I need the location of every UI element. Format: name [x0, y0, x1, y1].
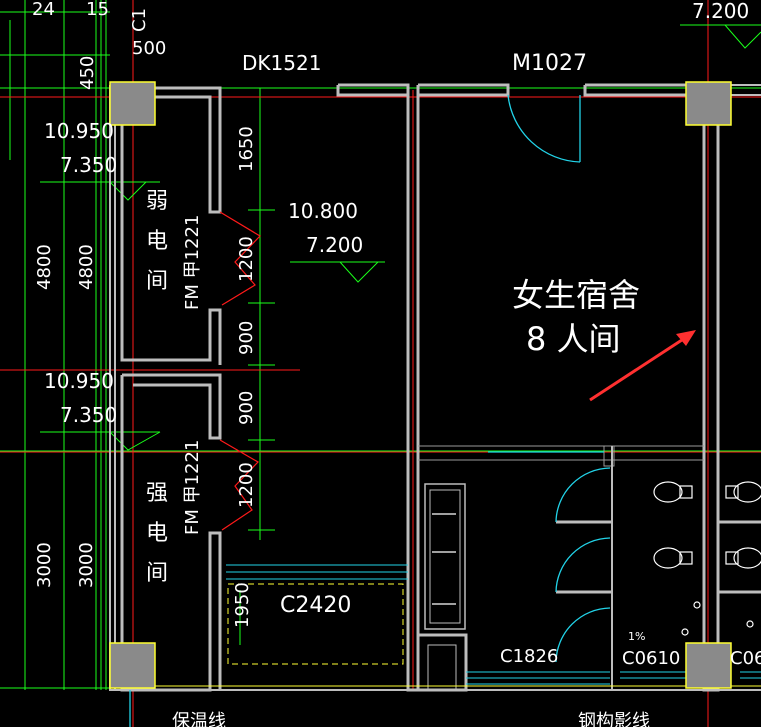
elevation-7200-top: 7.200	[692, 0, 749, 23]
elevation-10950-b: 10.950	[44, 369, 114, 393]
toilet-fixtures	[432, 481, 761, 636]
label-bottom-mid-cut: 钢构影线	[578, 711, 650, 727]
dim-3000-b: 3000	[76, 542, 97, 588]
dim-450: 450	[77, 56, 98, 90]
dimension-lines	[0, 0, 761, 690]
fire-door-symbols	[219, 211, 261, 531]
dim-1200-b: 1200	[236, 462, 257, 508]
elevation-10800: 10.800	[288, 199, 358, 223]
elevation-7350-b: 7.350	[60, 403, 117, 427]
dim-1950: 1950	[232, 582, 253, 628]
room-strong-char-3: 间	[146, 561, 168, 586]
window-c2420: C2420	[280, 593, 351, 618]
dim-4800-a: 4800	[34, 244, 55, 290]
walls	[109, 83, 761, 692]
room-strong-char-1: 强	[146, 481, 168, 506]
dim-900-b: 900	[236, 391, 257, 425]
structural-columns	[109, 81, 732, 689]
dim-1650: 1650	[236, 126, 257, 172]
door-m1027: M1027	[512, 51, 587, 76]
dim-900-a: 900	[236, 321, 257, 355]
dim-1200-a: 1200	[236, 236, 257, 282]
elevation-7350-a: 7.350	[60, 153, 117, 177]
labels: 24 15 C1 500 450 DK1521 M1027 7.200 10.9…	[32, 0, 761, 727]
door-dk1521: DK1521	[242, 51, 321, 75]
dim-3000-a: 3000	[34, 542, 55, 588]
dim-4800-b: 4800	[76, 244, 97, 290]
label-bottom-left-cut: 保温线	[172, 711, 226, 727]
annotation-arrow	[589, 330, 696, 402]
fire-door-label-bottom: FM 甲1221	[182, 440, 203, 535]
label-top-24: 24	[32, 0, 55, 20]
window-c1826: C1826	[500, 646, 558, 667]
label-top-15: 15	[86, 0, 109, 20]
room-weak-char-2: 电	[146, 229, 168, 254]
elevation-10950-a: 10.950	[44, 119, 114, 143]
window-c0610: C0610	[622, 648, 680, 669]
room-strong-char-2: 电	[146, 521, 168, 546]
room-weak-char-1: 弱	[146, 189, 168, 214]
doors	[129, 94, 611, 727]
elevation-marks	[40, 24, 761, 451]
dim-500: 500	[132, 38, 166, 59]
room-weak-char-3: 间	[146, 269, 168, 294]
elevation-7200-mid: 7.200	[306, 233, 363, 257]
slope-1pct: 1%	[628, 630, 645, 643]
room-title-line1: 女生宿舍	[512, 276, 640, 314]
room-title-line2: 8 人间	[526, 320, 621, 358]
fire-door-label-top: FM 甲1221	[182, 215, 203, 310]
window-c061-cut: C061	[730, 648, 761, 669]
label-top-c1: C1	[129, 8, 150, 32]
